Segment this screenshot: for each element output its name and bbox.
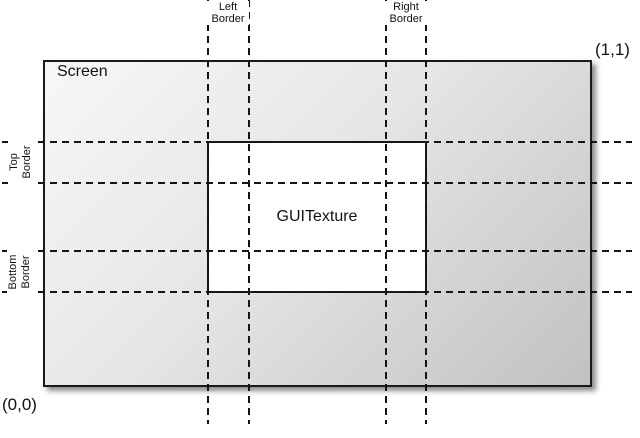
coordinate-label-top-right: (1,1)	[595, 40, 630, 59]
top-border-label-line1: Top	[8, 153, 20, 171]
guide-line-left-border-outer	[207, 0, 209, 424]
guitexture-label: GUITexture	[276, 208, 358, 225]
right-border-label: Right Border	[385, 1, 427, 25]
bottom-border-label-line1: Bottom	[7, 254, 19, 290]
guitexture-rect: GUITexture	[207, 141, 427, 293]
guide-line-right-border-outer	[425, 0, 427, 424]
left-border-label-line1: Left	[218, 1, 238, 13]
coordinate-label-bottom-left: (0,0)	[2, 395, 37, 414]
left-border-label: Left Border	[207, 1, 249, 25]
guide-line-left-border-inner	[248, 0, 250, 424]
right-border-label-line1: Right	[393, 1, 419, 13]
screen-label: Screen	[57, 63, 108, 80]
guide-line-top-border-outer	[2, 141, 632, 143]
guide-line-top-border-inner	[2, 182, 632, 184]
guide-line-bottom-border-inner	[2, 250, 632, 252]
left-border-label-line2: Border	[211, 13, 245, 25]
guide-line-right-border-inner	[385, 0, 387, 424]
right-border-label-line2: Border	[389, 13, 423, 25]
top-border-label-line2: Border	[21, 145, 33, 179]
bottom-border-label: Bottom Border	[7, 249, 33, 295]
guide-line-bottom-border-outer	[2, 291, 632, 293]
bottom-border-label-line2: Border	[20, 255, 32, 289]
top-border-label: Top Border	[8, 139, 34, 185]
